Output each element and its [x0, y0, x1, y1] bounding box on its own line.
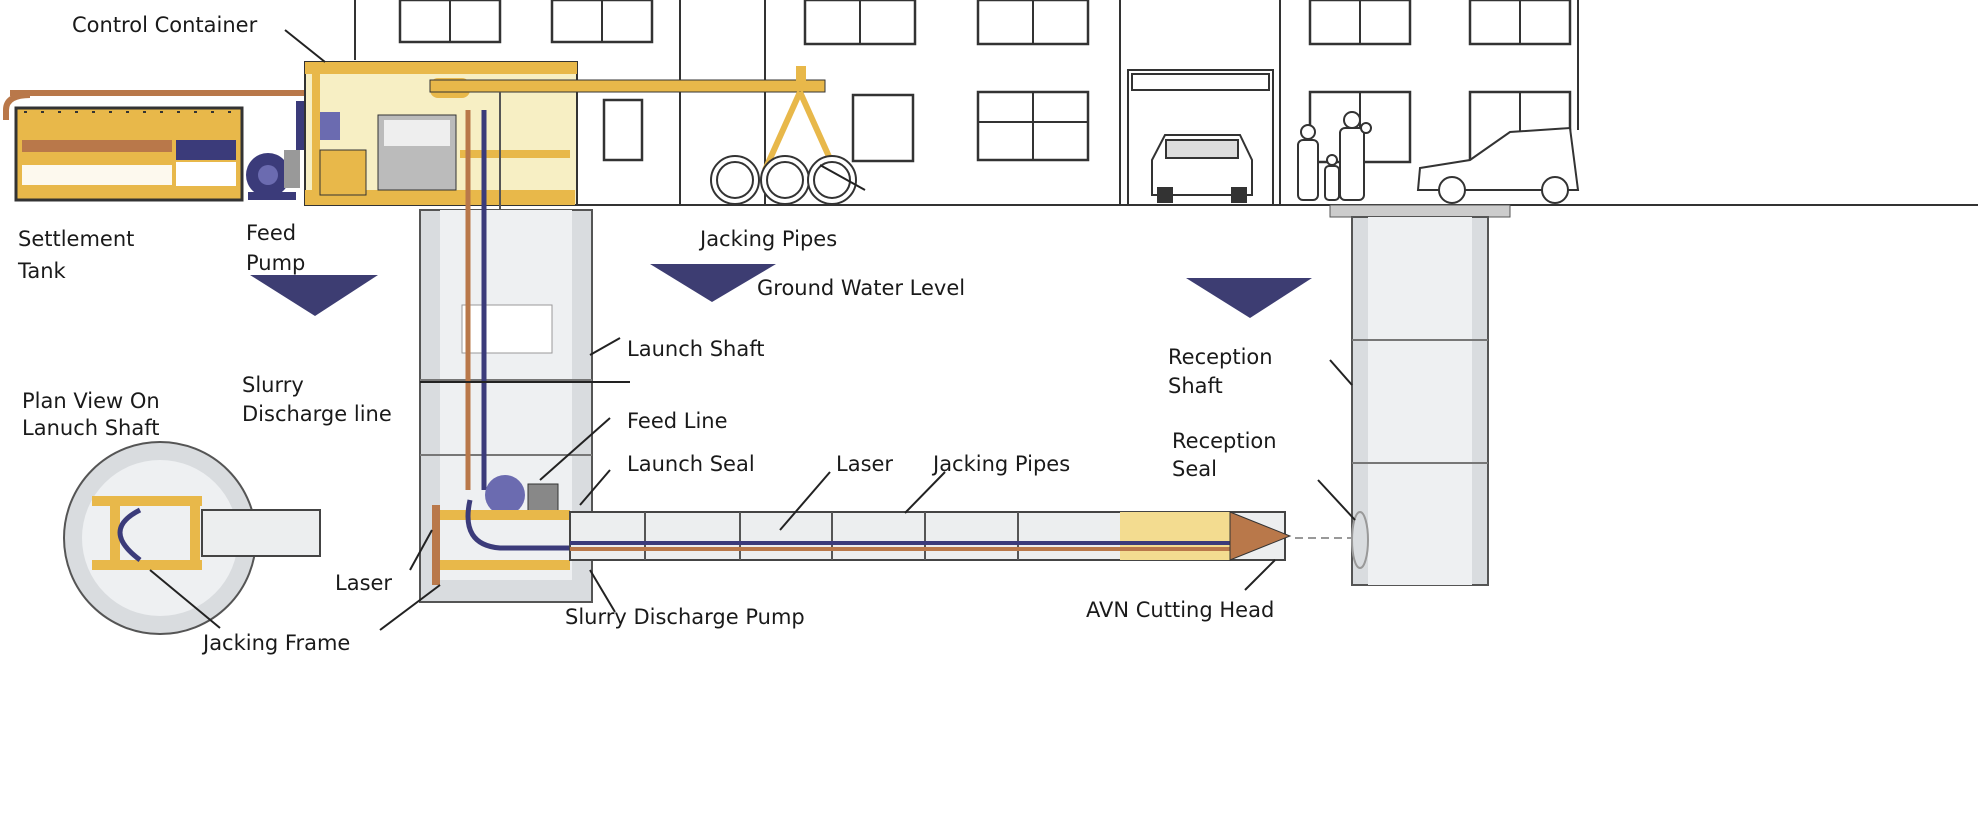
water-level-marker [250, 275, 378, 316]
label-slurry-discharge-pump: Slurry Discharge Pump [565, 605, 805, 629]
label-jacking-pipes-tunnel: Jacking Pipes [931, 452, 1070, 476]
label-ground-water-level: Ground Water Level [757, 276, 965, 300]
label-avn-cutting-head: AVN Cutting Head [1086, 598, 1274, 622]
label-jacking-frame: Jacking Frame [201, 631, 350, 655]
jacking-pipe-tunnel [569, 511, 1360, 561]
water-level-marker [1186, 278, 1312, 318]
reception-shaft [1329, 204, 1511, 586]
label-jacking-pipes-surface: Jacking Pipes [698, 227, 837, 251]
label-slurry-discharge-line-1: Slurry [242, 373, 304, 397]
launch-shaft [419, 110, 593, 603]
label-feed-pump-1: Feed [246, 221, 296, 245]
control-container [304, 61, 578, 206]
label-control-container: Control Container [72, 13, 258, 37]
label-settlement-tank-2: Tank [17, 259, 67, 283]
label-reception-seal-2: Seal [1172, 457, 1217, 481]
car-in-garage [1151, 134, 1253, 203]
plan-view-launch-shaft [63, 441, 321, 635]
label-feed-pump-2: Pump [246, 251, 305, 275]
label-reception-shaft-2: Shaft [1168, 374, 1223, 398]
label-reception-seal-1: Reception [1172, 429, 1277, 453]
label-plan-view-2: Lanuch Shaft [22, 416, 159, 440]
label-reception-shaft-1: Reception [1168, 345, 1273, 369]
buildings [354, 0, 1978, 206]
leader-lines [149, 29, 1356, 631]
label-launch-seal: Launch Seal [627, 452, 755, 476]
label-laser-shaft: Laser [335, 571, 392, 595]
jacking-pipes-stack [710, 155, 857, 205]
ground-water-level-markers [250, 264, 1312, 318]
water-level-marker [650, 264, 776, 302]
label-laser-tunnel: Laser [836, 452, 893, 476]
label-slurry-discharge-line-2: Discharge line [242, 402, 392, 426]
label-settlement-tank-1: Settlement [18, 227, 134, 251]
label-launch-shaft: Launch Shaft [627, 337, 764, 361]
car-on-street [1416, 126, 1580, 204]
label-feed-line: Feed Line [627, 409, 728, 433]
label-plan-view-1: Plan View On [22, 389, 160, 413]
pedestrians [1297, 111, 1372, 201]
labels: Control Container Settlement Tank Feed P… [17, 13, 1277, 655]
garage [1127, 69, 1274, 206]
